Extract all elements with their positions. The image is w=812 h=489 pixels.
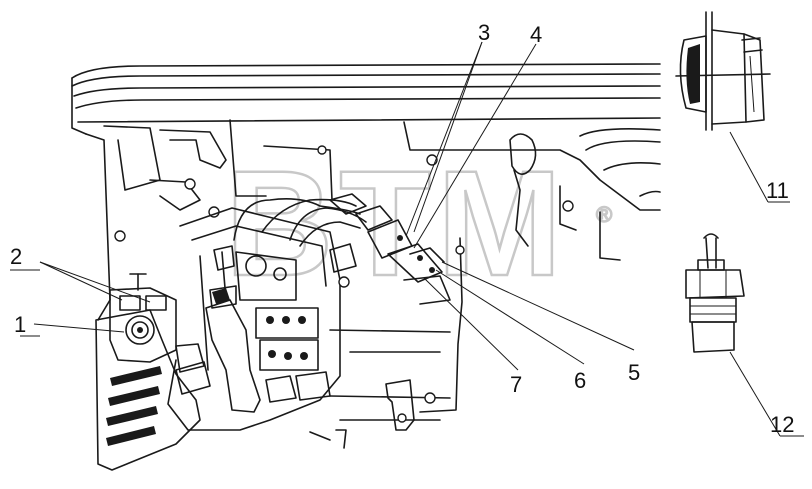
dashboard-top-rail	[71, 63, 661, 135]
brake-light-switch-assembly	[233, 193, 451, 305]
mounting-bracket	[309, 379, 415, 449]
left-kick-panel	[95, 273, 205, 471]
detail-sensor	[685, 233, 745, 353]
callout-7: 7	[510, 372, 522, 397]
watermark-registered-mark: ®	[596, 202, 612, 227]
callout-5: 5	[628, 360, 640, 385]
callout-3: 3	[478, 20, 490, 45]
callout-4: 4	[530, 22, 542, 47]
pedals	[175, 245, 331, 413]
callout-11: 11	[766, 178, 789, 203]
callout-6: 6	[574, 368, 586, 393]
callout-12: 12	[770, 412, 794, 437]
terminal-block	[255, 307, 319, 371]
detail-switch-side-view	[675, 11, 771, 131]
leader-lines	[10, 41, 804, 437]
callout-1: 1	[14, 312, 26, 337]
dashboard-panel	[85, 119, 661, 421]
callout-labels: 1 2 3 4 5 6 7 11 12	[10, 20, 794, 437]
callout-2: 2	[10, 244, 22, 269]
